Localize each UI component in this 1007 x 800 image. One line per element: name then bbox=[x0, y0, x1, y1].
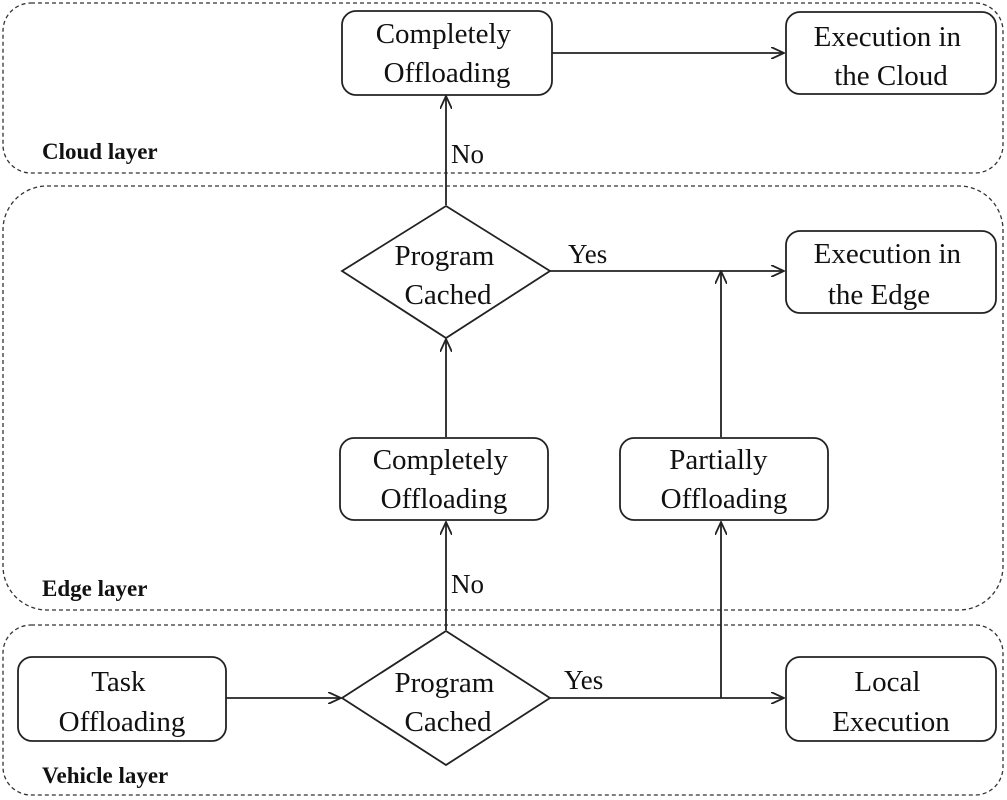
node-text-line: Offloading bbox=[661, 483, 788, 515]
vehicle-layer: Vehicle layer bbox=[2, 624, 1004, 796]
node-text-line: Offloading bbox=[59, 706, 186, 738]
svg-text:Execution in the Cloud: Execution in the Cloud bbox=[814, 21, 969, 92]
edge-layer: Edge layer bbox=[2, 185, 1004, 611]
node-text-line: Partially bbox=[669, 444, 768, 476]
node-cloud-completely-offloading: Completely Offloading bbox=[341, 10, 553, 96]
node-text-line: Completely bbox=[373, 444, 509, 476]
node-execution-edge: Execution in the Edge bbox=[785, 230, 997, 314]
node-task-offloading: Task Offloading bbox=[17, 656, 227, 742]
connectors bbox=[226, 53, 784, 698]
node-text-line: Task bbox=[91, 666, 146, 698]
svg-text:Program Cached: Program Cached bbox=[394, 667, 501, 738]
label-edge-yes: Yes bbox=[568, 239, 607, 269]
node-text-line: Execution in bbox=[814, 238, 962, 270]
node-text-line: the Edge bbox=[828, 279, 930, 311]
node-text-line: Execution bbox=[832, 706, 950, 738]
node-text-line: Program bbox=[394, 240, 494, 272]
node-edge-completely-offloading: Completely Offloading bbox=[339, 437, 549, 521]
svg-text:Local Execution: Local Execution bbox=[832, 666, 950, 738]
node-text-line: Local bbox=[854, 666, 920, 698]
label-cloud-no: No bbox=[451, 139, 484, 169]
vehicle-layer-label: Vehicle layer bbox=[42, 763, 168, 788]
node-text-line: Completely bbox=[376, 18, 512, 50]
svg-text:Completely Offloading: Completely Offloading bbox=[376, 18, 519, 89]
node-partially-offloading: Partially Offloading bbox=[619, 437, 829, 521]
edge-layer-label: Edge layer bbox=[42, 576, 147, 601]
node-text-line: Offloading bbox=[384, 57, 511, 89]
cloud-layer: Cloud layer bbox=[2, 2, 1004, 174]
svg-text:Partially Offloading: Partially Offloading bbox=[661, 444, 788, 515]
node-execution-cloud: Execution in the Cloud bbox=[785, 11, 997, 95]
node-text-line: Offloading bbox=[381, 483, 508, 515]
node-text-line: the Cloud bbox=[834, 60, 948, 92]
svg-text:Completely Offloading: Completely Offloading bbox=[373, 444, 516, 515]
label-vehicle-no: No bbox=[451, 569, 484, 599]
svg-text:Program Cached: Program Cached bbox=[394, 240, 501, 311]
node-text-line: Cached bbox=[405, 706, 492, 738]
node-edge-program-cached-decision: Program Cached bbox=[340, 204, 552, 340]
node-vehicle-program-cached-decision: Program Cached bbox=[340, 629, 552, 767]
node-text-line: Execution in bbox=[814, 21, 962, 53]
cloud-layer-label: Cloud layer bbox=[42, 139, 158, 164]
node-text-line: Program bbox=[394, 667, 494, 699]
node-text-line: Cached bbox=[405, 279, 492, 311]
label-vehicle-yes: Yes bbox=[564, 665, 603, 695]
svg-text:Task Offloading: Task Offloading bbox=[59, 666, 186, 738]
svg-text:Execution in the Edge: Execution in the Edge bbox=[814, 238, 969, 311]
node-local-execution: Local Execution bbox=[785, 656, 997, 742]
